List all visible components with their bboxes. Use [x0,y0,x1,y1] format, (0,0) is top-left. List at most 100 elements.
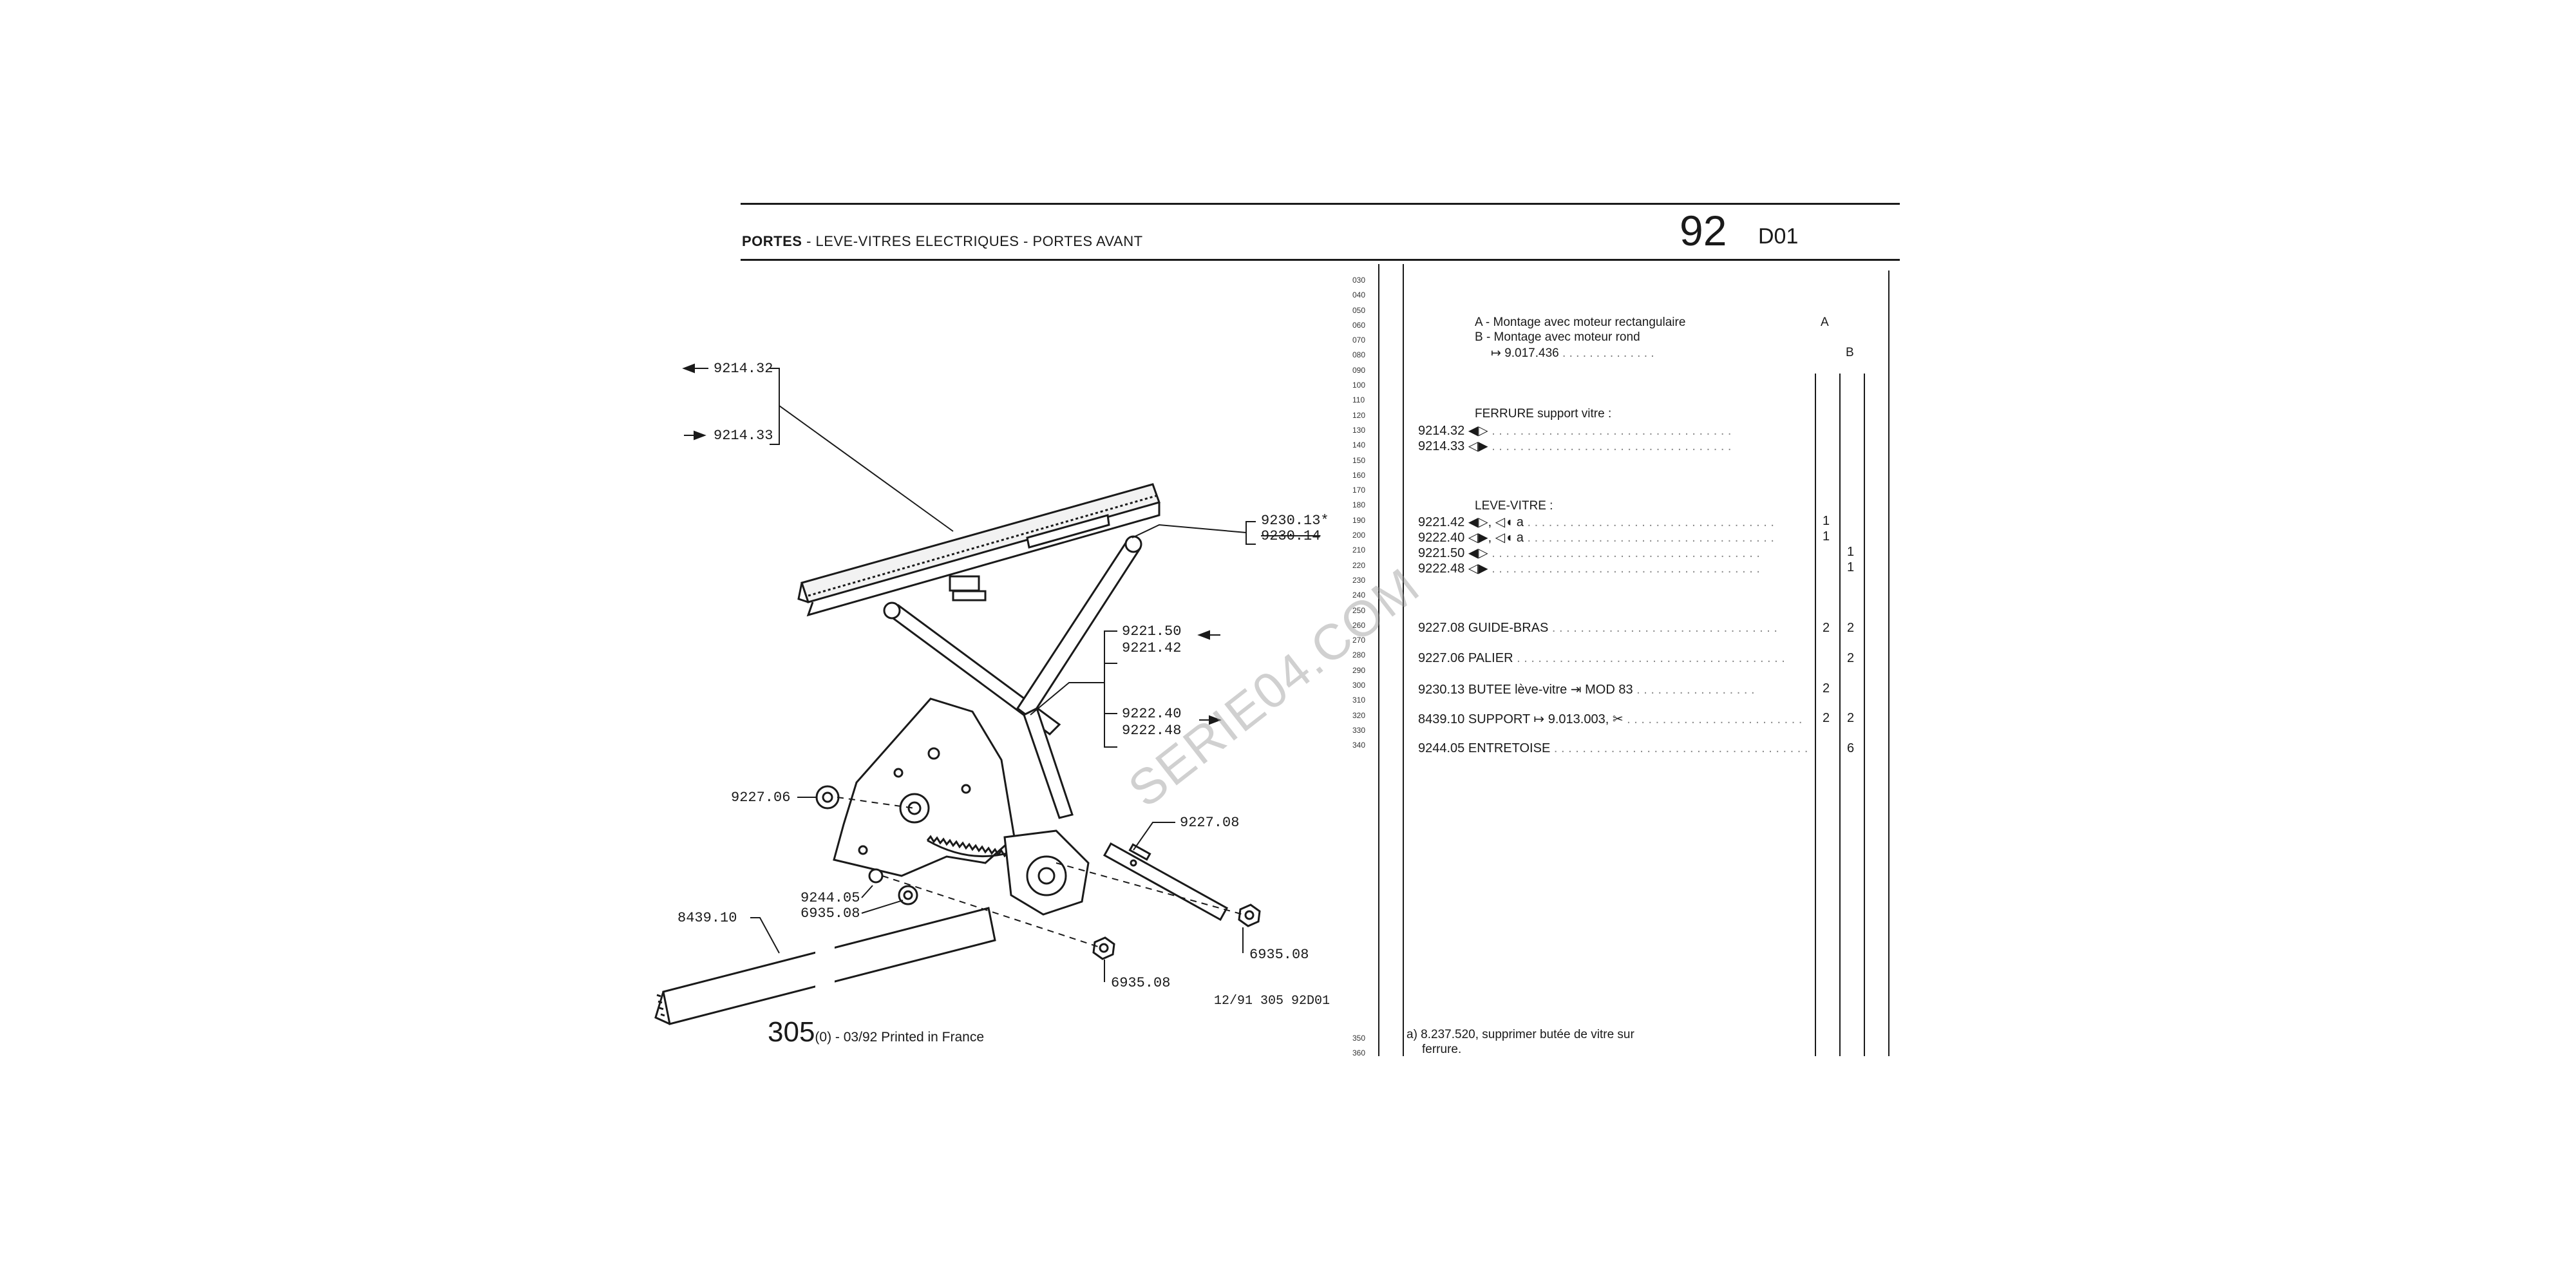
group-ferrure: FERRURE support vitre : [1475,407,1612,421]
line-number: 300 [1352,681,1366,690]
part-desc: a [1516,531,1524,545]
table-row: 9244.05 ENTRETOISE . . . . . . . . . . .… [1418,741,1817,756]
table-row: 9222.48 ◁▶ . . . . . . . . . . . . . . .… [1418,560,1817,576]
arrow-from-icon: ↦ [1533,712,1545,726]
qty-col-rule-4 [1888,270,1889,1056]
qty-col-rule-3 [1864,374,1865,1056]
right-door-icon: ◁▶, [1468,531,1492,545]
right-door-icon: ◁▶ [1468,562,1488,576]
door-markers [682,363,1222,725]
part-desc: SUPPORT [1468,712,1530,726]
base-plate [833,697,1016,877]
line-number: 320 [1352,710,1366,720]
line-number: 360 [1352,1048,1366,1057]
dot-leader: . . . . . . . . . . . . . . . . . . . . … [1492,562,1760,576]
table-divider-left [1378,264,1379,1056]
line-number: 090 [1352,365,1366,375]
drawing-reference: 12/91 305 92D01 [1214,994,1331,1009]
line-number: 070 [1352,336,1366,345]
line-number: 120 [1352,410,1366,420]
table-row: 9230.13 BUTEE lève-vitre ⇥ MOD 83 . . . … [1418,681,1817,697]
leader-lines [750,368,1256,982]
line-number: 080 [1352,350,1366,360]
line-number: 340 [1352,741,1366,750]
part-ref: 9214.32 [1418,424,1465,438]
callout-6935-08: 6935.08 [1249,947,1309,963]
callout-9214-32: 9214.32 [714,361,773,377]
page-suffix: (0) - 03/92 Printed in France [815,1030,985,1045]
line-number: 260 [1352,620,1366,630]
col-b-marker: B [1846,346,1854,359]
title-rest: - LEVE-VITRES ELECTRIQUES - PORTES AVANT [802,233,1143,249]
dot-leader: . . . . . . . . . . . . . . . . . . . . … [1551,621,1777,635]
line-number: 110 [1352,395,1365,405]
line-number: 240 [1352,591,1366,600]
part-ref: 9221.50 [1418,546,1465,560]
line-number: 220 [1352,560,1366,570]
callout-9230-13: 9230.13* [1261,513,1329,529]
part-ref: 9244.05 [1418,741,1465,755]
callout-9244-05: 9244.05 [800,890,860,906]
line-number: 060 [1352,320,1366,330]
qty-a: 1 [1823,514,1830,528]
qty-col-rule-2 [1839,374,1841,1056]
part-desc-2: 9.013.003, [1548,712,1609,726]
qty-b: 2 [1847,711,1855,725]
glass-channel [797,483,1160,617]
callout-8439-10: 8439.10 [677,910,737,926]
title-bold: PORTES [742,233,802,249]
part-ref: 9227.08 [1418,621,1465,635]
scissors-icon: ✂ [1612,712,1624,726]
section-number: 92 [1680,207,1727,254]
line-number: 280 [1352,650,1366,660]
callout-9227-08: 9227.08 [1180,815,1240,831]
left-door-icon: ◀▷ [1468,424,1488,438]
line-number: 190 [1352,515,1366,525]
line-number: 230 [1352,575,1366,585]
line-number: 160 [1352,470,1366,480]
callout-9214-33: 9214.33 [714,428,773,444]
qty-b: 2 [1847,621,1855,635]
table-row: 9227.08 GUIDE-BRAS . . . . . . . . . . .… [1418,621,1817,636]
col-a-marker: A [1821,316,1829,329]
guide-rod [1103,842,1229,922]
qty-b: 2 [1847,651,1855,665]
table-row: 9221.42 ◀▷, ◁◖ a . . . . . . . . . . . .… [1418,514,1817,530]
qty-b: 1 [1847,560,1855,574]
line-number: 170 [1352,486,1366,495]
group-leve-vitre: LEVE-VITRE : [1475,499,1553,513]
right-door-icon: ◁▶ [1468,439,1488,453]
page-number: 305 [768,1016,815,1048]
note-b-ref: 9.017.436 [1504,346,1559,360]
line-number: 330 [1352,725,1366,735]
line-number: 310 [1352,696,1366,705]
dot-leader: . . . . . . . . . . . . . . . . . . . . … [1492,546,1760,560]
dot-leader: . . . . . . . . . . . . . . . . . . . . … [1527,515,1774,529]
nuts [1092,904,1261,960]
table-row: 9214.32 ◀▷ . . . . . . . . . . . . . . .… [1418,422,1817,439]
table-row: 9214.33 ◁▶ . . . . . . . . . . . . . . .… [1418,438,1817,454]
dot-leader: . . . . . . . . . . . . . . . . . . . . … [1492,439,1732,453]
callout-6935-08: 6935.08 [800,905,860,922]
qty-b: 1 [1847,545,1855,559]
table-row: 9227.06 PALIER . . . . . . . . . . . . .… [1418,651,1817,666]
page-footer: 305(0) - 03/92 Printed in France [768,1016,984,1048]
dot-leader: . . . . . . . . . . . . . . . . . [1636,683,1755,697]
motor-icon: ◁◖ [1495,531,1513,545]
part-ref: 8439.10 [1418,712,1465,726]
dot-leader: . . . . . . . . . . . . . . . . . . . . … [1527,531,1774,545]
line-number: 140 [1352,440,1366,450]
table-row: 8439.10 SUPPORT ↦ 9.013.003, ✂ . . . . .… [1418,711,1817,727]
line-number: 040 [1352,290,1366,300]
part-desc: BUTEE lève-vitre [1468,683,1567,697]
header-bottom-rule [741,259,1900,261]
callout-9221-42: 9221.42 [1122,640,1182,656]
note-b-ref-row: ↦ 9.017.436 . . . . . . . . . . . . . . [1491,346,1654,361]
part-ref: 9221.42 [1418,515,1465,529]
line-number: 180 [1352,500,1366,510]
note-b: B - Montage avec moteur rond [1475,330,1640,344]
qty-a: 2 [1823,711,1830,725]
table-row: 9222.40 ◁▶, ◁◖ a . . . . . . . . . . . .… [1418,529,1817,545]
arrow-from-icon: ↦ [1491,346,1501,360]
line-number: 030 [1352,276,1366,285]
